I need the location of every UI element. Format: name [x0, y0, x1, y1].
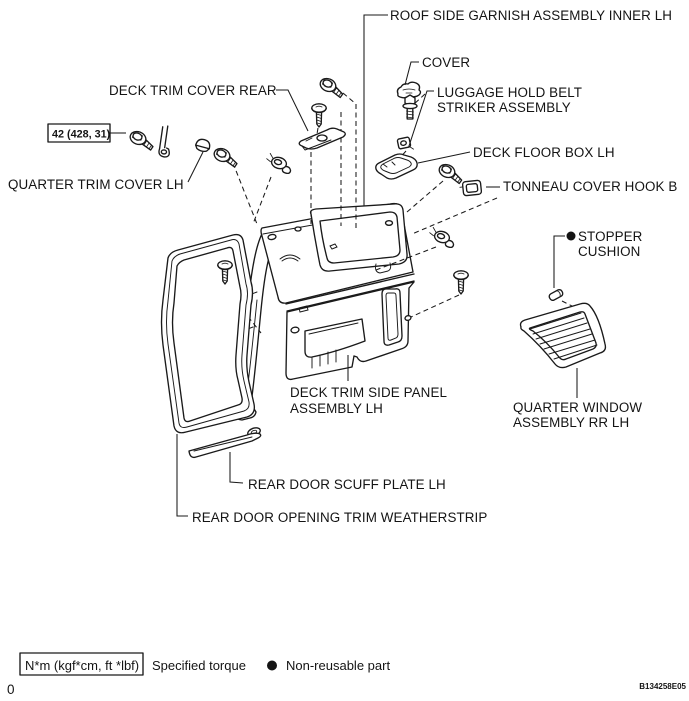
deck-floor-box-drawing	[375, 153, 418, 180]
trim-clip-icon	[263, 152, 295, 175]
legend-non-reusable-bullet	[267, 660, 277, 671]
rear-door-scuff-plate-drawing	[188, 432, 262, 459]
bolt-icon	[127, 128, 157, 152]
bolt-icon	[317, 75, 347, 99]
callout-labels: ROOF SIDE GARNISH ASSEMBLY INNER LH DECK…	[8, 8, 677, 525]
label-quarter-window-2: ASSEMBLY RR LH	[513, 415, 629, 430]
legend-torque-units: N*m (kgf*cm, ft *lbf)	[25, 658, 139, 673]
label-deck-trim-side-panel-2: ASSEMBLY LH	[290, 401, 383, 416]
leader-lines	[110, 14, 578, 517]
label-roof-side-garnish: ROOF SIDE GARNISH ASSEMBLY INNER LH	[390, 8, 672, 23]
screw-icon	[311, 103, 327, 128]
label-cover: COVER	[422, 55, 470, 70]
rear-door-opening-trim-weatherstrip-drawing	[160, 233, 256, 434]
label-quarter-window-1: QUARTER WINDOW	[513, 400, 642, 415]
label-rear-door-opening-trim: REAR DOOR OPENING TRIM WEATHERSTRIP	[192, 510, 487, 525]
label-stopper-cushion-1: STOPPER	[578, 229, 643, 244]
label-deck-trim-cover-rear: DECK TRIM COVER REAR	[109, 83, 277, 98]
roof-side-garnish-outline	[309, 203, 408, 272]
legend-torque-label: Specified torque	[152, 658, 246, 673]
tonneau-cover-hook-icon	[458, 179, 483, 197]
label-tonneau-cover-hook: TONNEAU COVER HOOK B	[503, 179, 677, 194]
non-reusable-bullet	[566, 231, 576, 241]
label-deck-floor-box: DECK FLOOR BOX LH	[473, 145, 615, 160]
stopper-cushion-icon	[548, 289, 564, 301]
trim-hanger-icon	[158, 125, 172, 158]
striker-bolt-icon	[402, 94, 418, 120]
screw-icon	[453, 270, 469, 295]
figure-code: B134258E05	[639, 682, 686, 691]
quarter-trim-cover-cap-icon	[193, 137, 212, 154]
legend: N*m (kgf*cm, ft *lbf) Specified torque N…	[19, 652, 390, 676]
trim-clip-icon	[426, 226, 458, 249]
label-quarter-trim-cover: QUARTER TRIM COVER LH	[8, 177, 184, 192]
label-luggage-hold-belt-1: LUGGAGE HOLD BELT	[437, 85, 582, 100]
torque-spec-value: 42 (428, 31)	[52, 129, 111, 141]
bolt-icon	[211, 145, 241, 169]
bolt-icon	[436, 161, 466, 185]
deck-trim-cover-rear-drawing	[298, 127, 346, 151]
label-luggage-hold-belt-2: STRIKER ASSEMBLY	[437, 100, 571, 115]
label-deck-trim-side-panel-1: DECK TRIM SIDE PANEL	[290, 385, 447, 400]
torque-spec-box: 42 (428, 31)	[47, 123, 111, 143]
legend-non-reusable-label: Non-reusable part	[286, 658, 390, 673]
label-rear-door-scuff-plate: REAR DOOR SCUFF PLATE LH	[248, 477, 446, 492]
fasteners	[127, 75, 564, 301]
label-stopper-cushion-2: CUSHION	[578, 244, 640, 259]
deck-trim-side-panel-drawing	[230, 202, 415, 437]
quarter-window-assembly-drawing	[519, 302, 607, 369]
page-number: 0	[7, 682, 15, 697]
